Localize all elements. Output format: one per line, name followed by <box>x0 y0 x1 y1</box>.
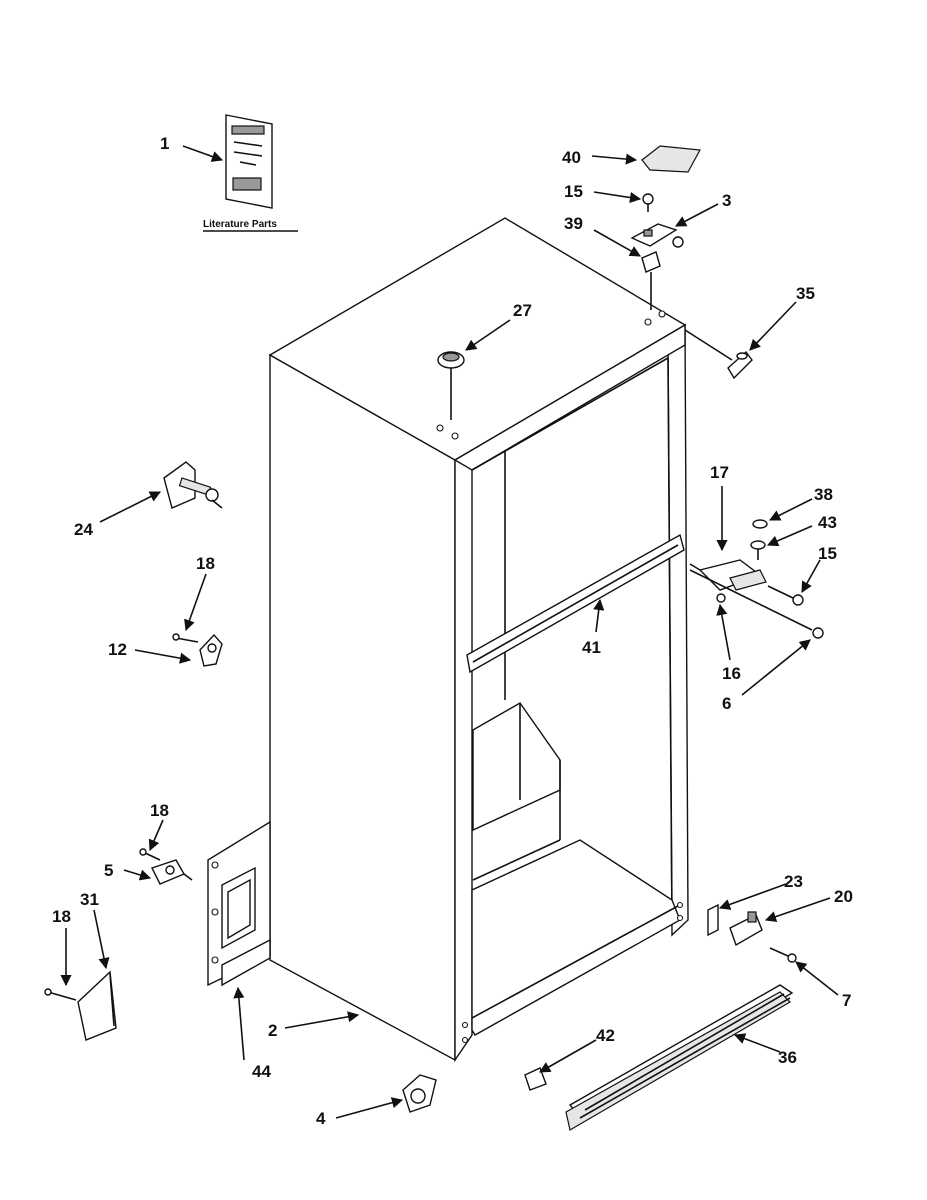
callout-35: 35 <box>796 284 815 303</box>
grille-clip <box>524 1067 547 1091</box>
callout-1: 1 <box>160 134 169 153</box>
callout-40: 40 <box>562 148 581 167</box>
top-hinge <box>630 223 684 248</box>
callout-44: 44 <box>252 1062 271 1081</box>
cabinet-top-front-rail <box>453 323 686 471</box>
cabinet-bottom-floor <box>471 839 681 1036</box>
callout-41: 41 <box>582 638 601 657</box>
cabinet-side-panel <box>269 353 456 1062</box>
leader-lines <box>60 145 839 1119</box>
middle-hinge <box>689 559 767 603</box>
callout-3: 3 <box>722 191 731 210</box>
callout-18-bottom: 18 <box>52 907 71 926</box>
mullion-screw <box>689 569 824 639</box>
callout-16: 16 <box>722 664 741 683</box>
hinge-washer <box>752 519 768 529</box>
clip-assembly-upper <box>172 633 223 667</box>
hinge-hole-plug <box>727 350 753 380</box>
top-plug <box>437 351 465 420</box>
callout-24: 24 <box>74 520 93 539</box>
callout-18-upper: 18 <box>196 554 215 573</box>
side-cover-assembly <box>44 970 117 1041</box>
callout-6: 6 <box>722 694 731 713</box>
literature-booklet <box>225 114 273 209</box>
callout-42: 42 <box>596 1026 615 1045</box>
access-cover-bracket <box>207 820 271 987</box>
lower-hinge-assembly <box>707 903 797 963</box>
callout-5: 5 <box>104 861 113 880</box>
hinge-spacer <box>750 540 766 560</box>
callout-43: 43 <box>818 513 837 532</box>
callout-2: 2 <box>268 1021 277 1040</box>
leveling-leg <box>402 1074 437 1113</box>
cabinet-front-left-flange <box>454 450 473 1063</box>
callout-4: 4 <box>316 1109 326 1128</box>
callout-18-lower: 18 <box>150 801 169 820</box>
callout-27: 27 <box>513 301 532 320</box>
top-hinge-cover <box>641 145 701 173</box>
callout-15-top: 15 <box>564 182 583 201</box>
cabinet-compressor-hump <box>472 702 561 832</box>
clip-assembly-lower <box>139 848 193 885</box>
callout-15-middle: 15 <box>818 544 837 563</box>
door-stop-bracket <box>163 461 223 509</box>
callout-20: 20 <box>834 887 853 906</box>
callout-39: 39 <box>564 214 583 233</box>
middle-hinge-screw <box>767 585 804 606</box>
cabinet <box>268 217 689 1063</box>
callout-36: 36 <box>778 1048 797 1067</box>
callout-31: 31 <box>80 890 99 909</box>
callout-23: 23 <box>784 872 803 891</box>
callout-numbers: 1 40 15 3 39 35 27 24 17 38 43 15 18 12 … <box>52 134 853 1128</box>
callout-12: 12 <box>108 640 127 659</box>
literature-parts-caption: Literature Parts <box>203 219 277 230</box>
top-hinge-screw <box>642 193 654 212</box>
hinge-shim <box>641 251 661 273</box>
callout-17: 17 <box>710 463 729 482</box>
callout-7: 7 <box>842 991 851 1010</box>
callout-38: 38 <box>814 485 833 504</box>
base-grille <box>565 984 794 1131</box>
